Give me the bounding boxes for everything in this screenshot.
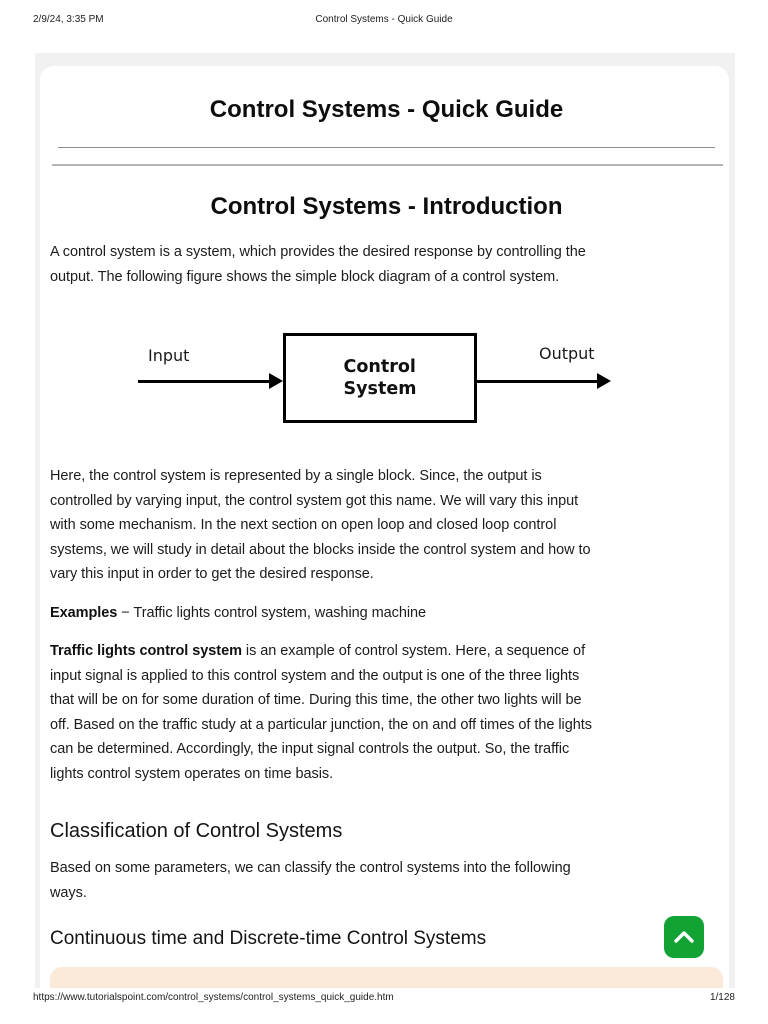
chevron-up-icon: [672, 929, 696, 945]
section-title: Control Systems - Introduction: [210, 193, 563, 220]
print-url: https://www.tutorialspoint.com/control_s…: [33, 992, 394, 1003]
page-title: Control Systems - Quick Guide: [209, 96, 564, 123]
classification-paragraph: Based on some parameters, we can classif…: [50, 860, 571, 901]
traffic-lights-paragraph: Traffic lights control system is an exam…: [50, 639, 723, 786]
classification-heading: Classification of Control Systems: [50, 820, 343, 842]
control-system-block-label: Control System: [343, 357, 417, 399]
block-diagram-figure: Input Control System Output: [50, 319, 723, 451]
input-arrow-line: [138, 380, 271, 383]
scroll-to-top-button[interactable]: [664, 916, 704, 958]
continuous-discrete-heading: Continuous time and Discrete-time Contro…: [50, 928, 487, 949]
print-page-indicator: 1/128: [709, 992, 735, 1003]
print-header: 2/9/24, 3:35 PM Control Systems - Quick …: [33, 14, 735, 28]
divider: [52, 164, 723, 166]
print-datetime: 2/9/24, 3:35 PM: [33, 14, 104, 25]
traffic-lights-lead: Traffic lights control system: [50, 643, 242, 659]
content-card: Control Systems - Quick Guide Control Sy…: [40, 66, 729, 988]
figure-input-label: Input: [148, 346, 190, 365]
control-system-block: Control System: [283, 333, 477, 423]
print-footer: https://www.tutorialspoint.com/control_s…: [33, 992, 735, 1006]
examples-line: Examples − Traffic lights control system…: [50, 601, 723, 626]
examples-label: Examples: [50, 604, 118, 621]
print-doc-title: Control Systems - Quick Guide: [315, 14, 453, 25]
divider: [58, 147, 715, 148]
note-box: [50, 967, 723, 988]
traffic-lights-text: is an example of control system. Here, a…: [50, 643, 592, 782]
intro-paragraph: A control system is a system, which prov…: [50, 244, 586, 285]
explanation-paragraph: Here, the control system is represented …: [50, 468, 591, 582]
figure-output-label: Output: [539, 344, 595, 363]
examples-text: − Traffic lights control system, washing…: [117, 604, 427, 621]
output-arrow-line: [477, 380, 599, 383]
output-arrow-head: [597, 373, 611, 389]
input-arrow-head: [269, 373, 283, 389]
